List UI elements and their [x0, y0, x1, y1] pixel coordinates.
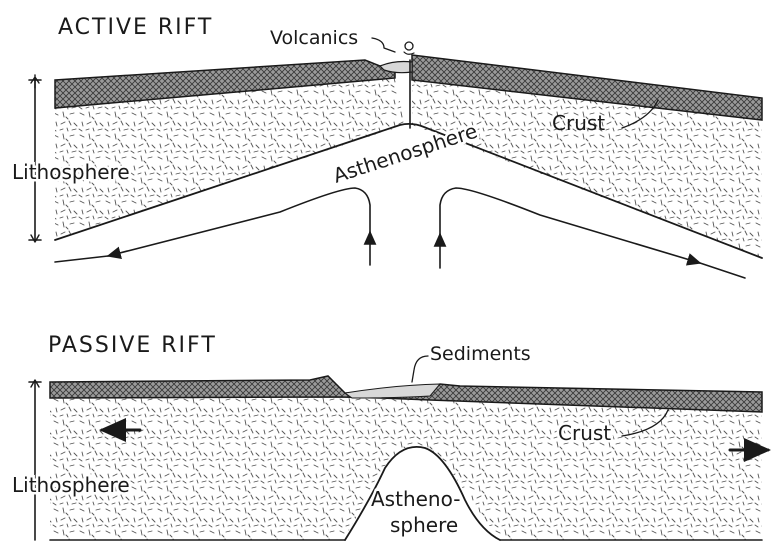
volcanics-label: Volcanics	[270, 27, 358, 49]
passive-lithosphere-bracket	[29, 382, 41, 540]
active-rift-panel: ACTIVE RIFT Volcanics Crust Lithosphere …	[12, 15, 762, 278]
sediments-leader	[412, 356, 428, 382]
passive-asthenosphere-label-line1: Astheno-	[371, 487, 460, 511]
passive-lithosphere-label: Lithosphere	[12, 473, 130, 497]
active-lithosphere-label: Lithosphere	[12, 160, 130, 184]
sediments-basin	[345, 384, 440, 398]
sediments-label: Sediments	[430, 343, 531, 365]
volcanics-puff	[404, 52, 414, 54]
active-rift-title: ACTIVE RIFT	[58, 15, 213, 40]
active-flow-left-tail	[55, 256, 108, 262]
passive-rift-panel: PASSIVE RIFT Sediments Crust Lithosphere…	[12, 333, 768, 540]
passive-asthenosphere-label-line2: sphere	[390, 513, 458, 537]
passive-rift-title: PASSIVE RIFT	[48, 333, 217, 358]
passive-crust-label: Crust	[558, 421, 611, 445]
active-crust-label: Crust	[552, 111, 605, 135]
volcano-vent-icon	[405, 42, 413, 50]
active-flow-right-tail	[700, 263, 745, 278]
bracket-arrow-up-icon	[31, 75, 39, 88]
volcanics-leader	[372, 38, 395, 52]
